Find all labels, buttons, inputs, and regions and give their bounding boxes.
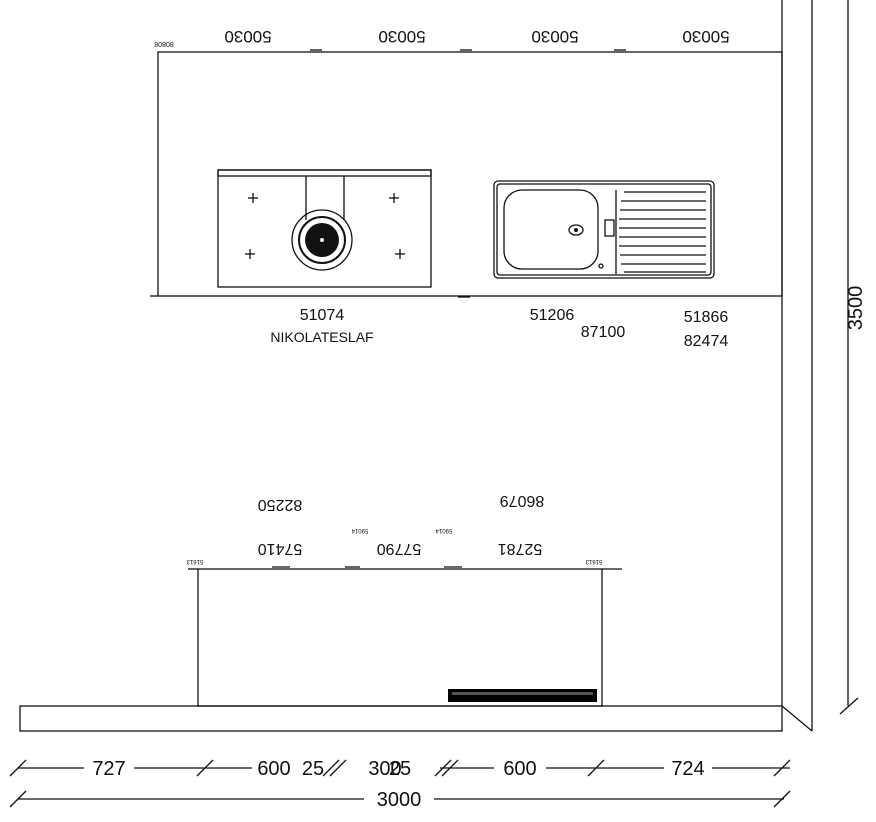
tiny-code-3: 59014: [435, 527, 452, 533]
sink: [493, 180, 715, 279]
dim-25-left: 25: [302, 758, 324, 780]
dim-total: 3000: [377, 789, 422, 811]
hob: [217, 169, 432, 288]
top-code-2: 50030: [378, 27, 425, 46]
sink-code-1: 51206: [530, 307, 575, 324]
wall-corner: [781, 705, 813, 732]
bottom-upper-code-2: 86079: [500, 492, 545, 509]
dim-724: 724: [671, 758, 704, 780]
tiny-code-1: 51613: [186, 558, 203, 564]
front-wall: [19, 705, 783, 732]
top-code-3: 50030: [531, 27, 578, 46]
hob-name: NIKOLATESLAF: [270, 329, 373, 345]
dim-727: 727: [92, 758, 125, 780]
dim-row-2-lines: [9, 790, 791, 808]
top-code-4: 50030: [682, 27, 729, 46]
height-dimension: 3500: [845, 286, 867, 331]
dim-25-right: 25: [389, 758, 411, 780]
dim-300: 300: [368, 758, 401, 780]
bottom-lower-code-1: 57410: [258, 540, 303, 557]
dim-row-1-lines: [9, 759, 791, 777]
tiny-code-4: 51613: [585, 558, 602, 564]
top-worktop: [157, 51, 783, 297]
bottom-lower-code-3: 52781: [498, 540, 543, 557]
tiny-code-2: 59014: [351, 527, 368, 533]
dim-600-right: 600: [503, 758, 536, 780]
right-code-2: 82474: [684, 333, 729, 350]
plinth-bar: [448, 689, 597, 702]
bottom-upper-code-1: 82250: [258, 496, 303, 513]
drainer-grooves: [615, 190, 706, 274]
burner-marks: [245, 193, 405, 259]
hob-code: 51074: [300, 307, 345, 324]
bottom-worktop: [197, 568, 603, 707]
corner-code: 80808: [154, 40, 174, 47]
bottom-lower-code-2: 57790: [377, 540, 422, 557]
sink-code-2: 87100: [581, 324, 626, 341]
right-code-1: 51866: [684, 309, 729, 326]
top-code-1: 50030: [224, 27, 271, 46]
dim-600-left: 600: [257, 758, 290, 780]
